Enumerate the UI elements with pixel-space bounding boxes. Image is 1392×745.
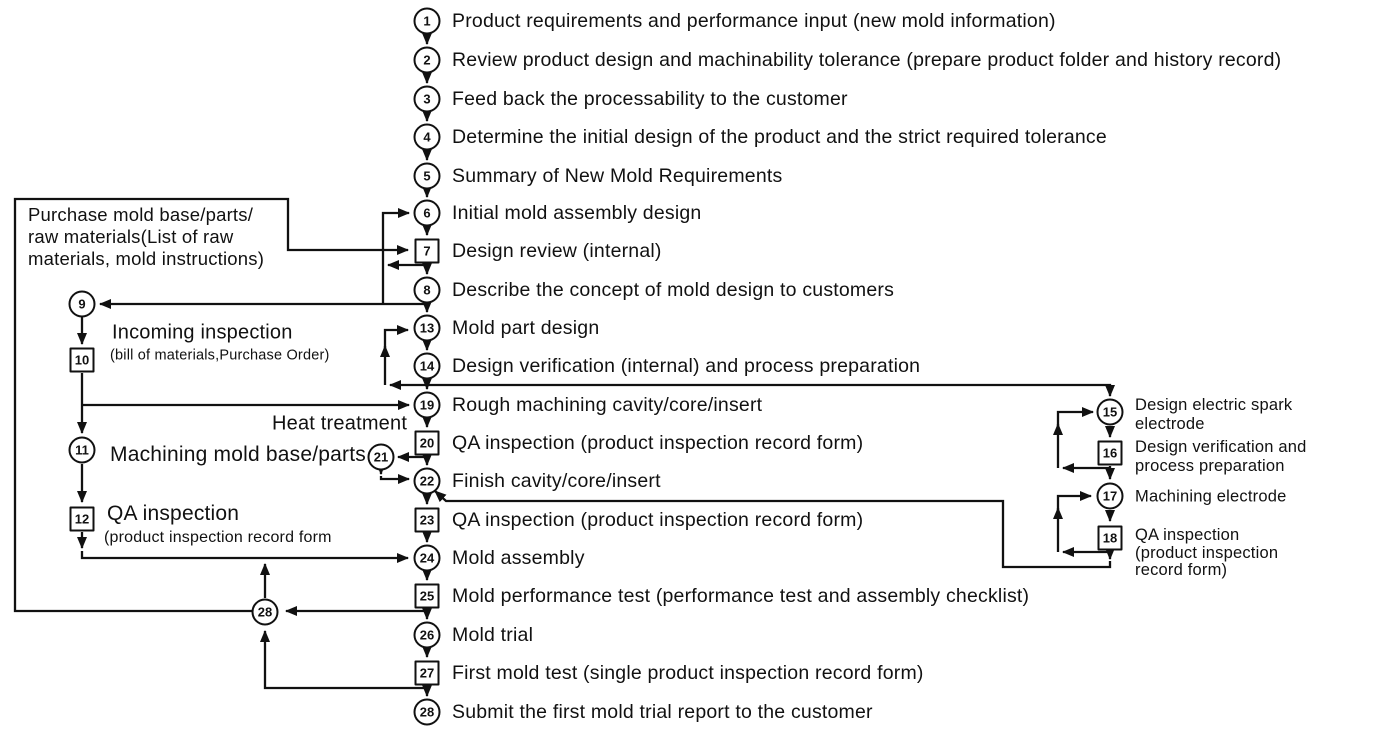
step-28-connector: 28 <box>251 598 279 626</box>
step-8-label: Describe the concept of mold design to c… <box>452 279 895 301</box>
step-10: 10 <box>69 347 95 373</box>
flow-arrow <box>381 208 410 304</box>
step-24: 24 <box>413 544 441 572</box>
step-23: 23 <box>414 507 440 533</box>
step-19: 19 <box>413 391 441 419</box>
flow-arrow <box>260 630 427 690</box>
step-12-sublabel: (product inspection record form <box>104 529 332 546</box>
step-26: 26 <box>413 621 441 649</box>
flow-arrow <box>13 197 409 613</box>
step-1: 1 <box>413 7 441 35</box>
step-12: 12 <box>69 506 95 532</box>
step-16: 16 <box>1097 440 1123 466</box>
step-22: 22 <box>413 467 441 495</box>
flow-arrow <box>1056 407 1094 426</box>
flow-arrow <box>434 490 1112 569</box>
step-14-label: Design verification (internal) and proce… <box>452 355 921 377</box>
step-9: 9 <box>68 290 96 318</box>
step-3: 3 <box>413 85 441 113</box>
step-7: 7 <box>414 238 440 264</box>
step-20-label: QA inspection (product inspection record… <box>452 432 864 454</box>
step-25-label: Mold performance test (performance test … <box>452 585 1030 607</box>
step-24-label: Mold assembly <box>452 547 585 569</box>
step-6-label: Initial mold assembly design <box>452 202 702 224</box>
step-18: 18 <box>1097 525 1123 551</box>
step-9-sublabel: (bill of materials,Purchase Order) <box>110 347 330 364</box>
step-8: 8 <box>413 276 441 304</box>
step-1-label: Product requirements and performance inp… <box>452 10 1056 32</box>
step-11: 11 <box>68 436 96 464</box>
flow-arrow <box>383 325 409 348</box>
step-11-label: Machining mold base/parts <box>110 443 366 466</box>
heat-treatment-label: Heat treatment <box>272 412 408 435</box>
step-26-label: Mold trial <box>452 624 534 646</box>
flow-arrow <box>1056 491 1092 510</box>
step-21: 21 <box>367 443 395 471</box>
step-15: 15 <box>1096 398 1124 426</box>
step-2: 2 <box>413 46 441 74</box>
step-28-label: Submit the first mold trial report to th… <box>452 701 873 723</box>
step-13: 13 <box>413 314 441 342</box>
step-3-label: Feed back the processability to the cust… <box>452 88 848 110</box>
step-5-label: Summary of New Mold Requirements <box>452 165 783 187</box>
flow-arrow <box>379 474 410 484</box>
step-28: 28 <box>413 698 441 726</box>
step-9-label: Incoming inspection <box>112 321 293 344</box>
flow-arrow <box>80 551 409 563</box>
step-17-label: Machining electrode <box>1135 487 1287 506</box>
purchase-note: Purchase mold base/parts/raw materials(L… <box>28 204 265 269</box>
step-2-label: Review product design and machinability … <box>452 49 1282 71</box>
step-7-label: Design review (internal) <box>452 240 662 262</box>
step-27-label: First mold test (single product inspecti… <box>452 662 924 684</box>
step-5: 5 <box>413 162 441 190</box>
step-17: 17 <box>1096 482 1124 510</box>
step-13-label: Mold part design <box>452 317 600 339</box>
step-19-label: Rough machining cavity/core/insert <box>452 394 763 416</box>
step-20: 20 <box>414 430 440 456</box>
step-22-label: Finish cavity/core/insert <box>452 470 661 492</box>
step-23-label: QA inspection (product inspection record… <box>452 509 864 531</box>
step-14: 14 <box>413 352 441 380</box>
step-4: 4 <box>413 123 441 151</box>
step-4-label: Determine the initial design of the prod… <box>452 126 1107 148</box>
flow-arrow <box>427 383 1115 397</box>
step-27: 27 <box>414 660 440 686</box>
step-25: 25 <box>414 583 440 609</box>
step-6: 6 <box>413 199 441 227</box>
step-12-label: QA inspection <box>107 502 240 525</box>
